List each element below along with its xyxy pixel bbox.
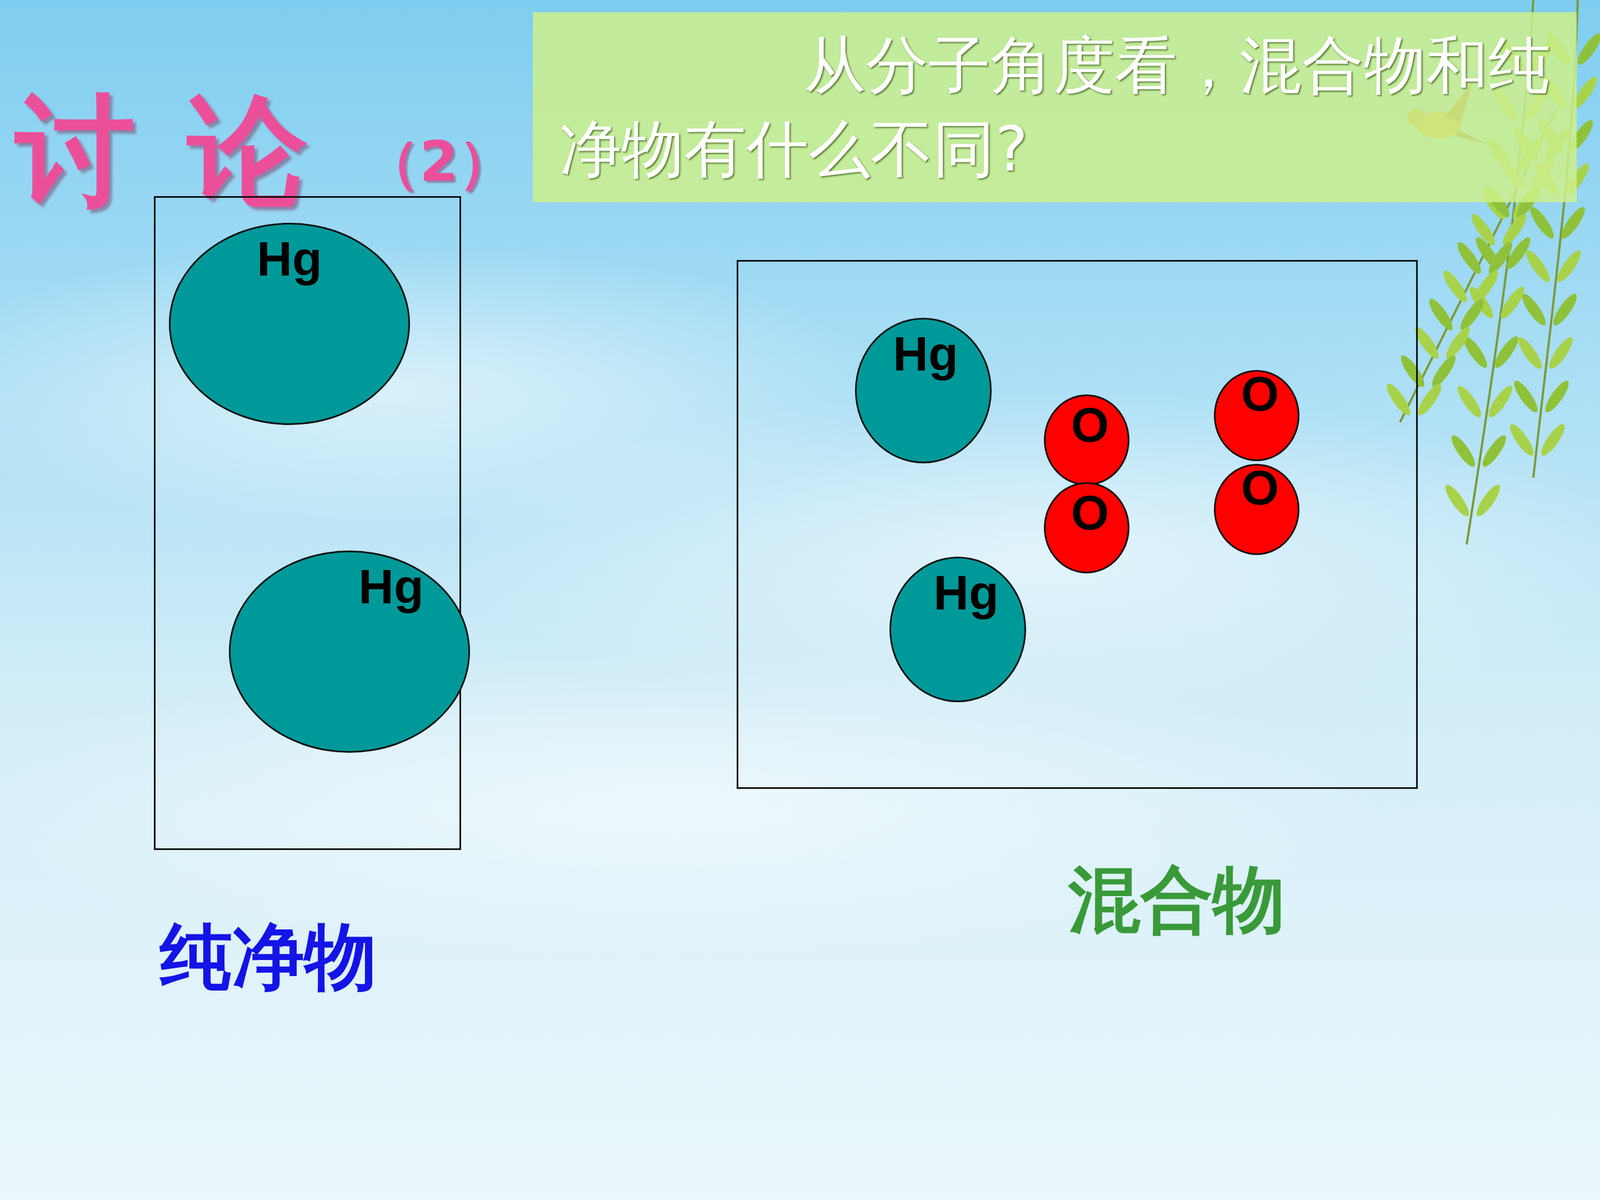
willow-leaf — [1549, 291, 1580, 329]
oxygen-atom: O — [1043, 482, 1130, 574]
willow-leaf — [1383, 381, 1414, 419]
box-heading: 纯净物 — [160, 908, 377, 1007]
willow-leaf — [1471, 267, 1502, 305]
willow-leaf — [1485, 239, 1516, 277]
mercury-atom: Hg — [855, 317, 992, 464]
atom-symbol: Hg — [933, 568, 999, 618]
willow-leaf — [1518, 291, 1549, 329]
atom-symbol: Hg — [358, 562, 424, 612]
willow-leaf — [1425, 296, 1457, 334]
atom-symbol: O — [1241, 463, 1279, 513]
willow-leaf — [1557, 203, 1589, 242]
oxygen-atom: O — [1043, 394, 1130, 486]
atom-symbol: O — [1071, 488, 1109, 538]
willow-leaf — [1453, 382, 1485, 420]
willow-leaf — [1522, 247, 1554, 285]
willow-leaf — [1414, 381, 1445, 419]
willow-leaf — [1411, 324, 1443, 362]
willow-leaf — [1442, 324, 1474, 362]
willow-leaf — [1453, 239, 1485, 277]
box-heading: 混合物 — [1068, 851, 1285, 950]
willow-leaf — [1514, 334, 1545, 372]
oxygen-atom: O — [1213, 463, 1300, 555]
willow-leaf — [1573, 30, 1600, 68]
willow-leaf — [1428, 352, 1459, 390]
willow-leaf — [1510, 377, 1542, 415]
willow-leaf — [1485, 382, 1516, 420]
atom-symbol: Hg — [892, 329, 958, 379]
question-banner: 从分子角度看，混合物和纯净物有什么不同? — [532, 12, 1577, 203]
willow-leaf — [1472, 481, 1504, 519]
willow-leaf — [1541, 377, 1573, 415]
willow-leaf — [1456, 296, 1488, 334]
willow-leaf — [1497, 283, 1528, 322]
mercury-atom: Hg — [889, 556, 1027, 703]
willow-leaf — [1545, 334, 1577, 372]
willow-leaf — [1506, 421, 1538, 459]
willow-leaf — [1537, 421, 1569, 459]
mercury-atom: Hg — [168, 222, 410, 425]
willow-leaf — [1447, 432, 1479, 470]
willow-leaf — [1467, 211, 1499, 249]
atom-symbol: Hg — [256, 234, 322, 284]
willow-leaf — [1526, 203, 1558, 242]
slide-title: 讨 论 — [15, 72, 313, 234]
atom-symbol: O — [1071, 400, 1109, 450]
oxygen-atom: O — [1213, 370, 1300, 462]
pure-substance-box: 纯净物HgHg — [153, 196, 462, 850]
willow-leaf — [1397, 352, 1428, 390]
willow-leaf — [1441, 481, 1473, 519]
mixture-box: 混合物HgOOOOHg — [736, 260, 1418, 789]
willow-leaf — [1553, 247, 1585, 285]
willow-leaf — [1498, 211, 1530, 249]
title-number: （2） — [363, 125, 514, 200]
mercury-atom: Hg — [228, 550, 470, 753]
atom-symbol: O — [1241, 369, 1279, 419]
willow-leaf — [1491, 333, 1522, 371]
willow-leaf — [1478, 432, 1510, 470]
willow-leaf — [1440, 267, 1471, 305]
question-text: 从分子角度看，混合物和纯净物有什么不同? — [559, 23, 1555, 192]
